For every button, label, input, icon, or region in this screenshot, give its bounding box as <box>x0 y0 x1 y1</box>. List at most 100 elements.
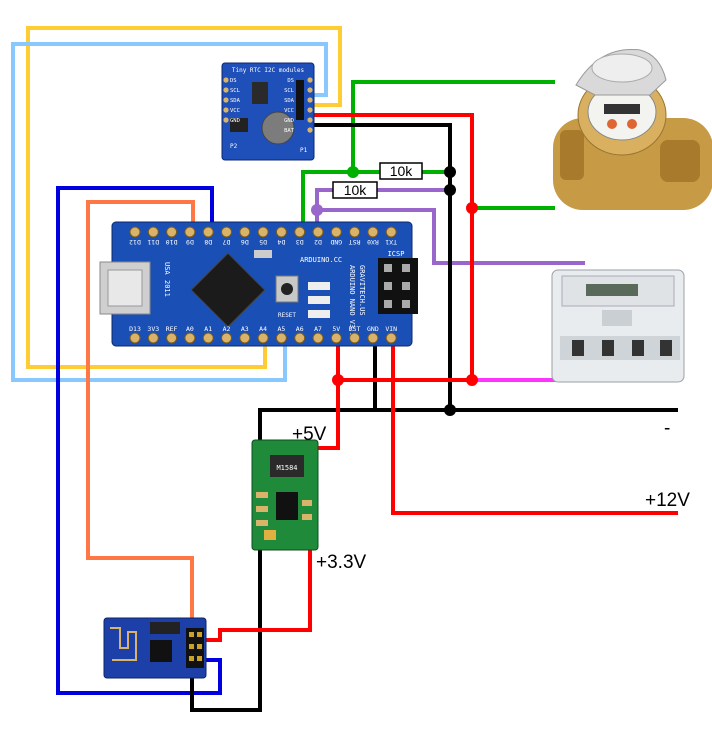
junction-dot-red <box>332 374 344 386</box>
nano-pin <box>166 332 178 344</box>
esp01-wifi-module <box>103 617 207 679</box>
nano-pin <box>385 332 397 344</box>
wire-blue <box>56 186 222 695</box>
crystal <box>254 250 272 258</box>
nano-pin <box>349 332 361 344</box>
rtc-pin <box>307 87 313 93</box>
wire-red-33v <box>205 543 312 642</box>
label-12v: +12V <box>645 490 690 511</box>
junction-dot-black <box>444 166 456 178</box>
nano-pin <box>129 226 141 238</box>
rtc-pin-label: GND <box>230 118 240 124</box>
rtc-pin-label: SCL <box>230 88 241 94</box>
nano-pin <box>202 226 214 238</box>
rtc-pin-label: GND <box>284 118 294 124</box>
rtc-title: Tiny RTC I2C modules <box>232 67 305 74</box>
icsp-label: ICSP <box>388 250 405 258</box>
wire-lightblue-scl <box>11 42 328 382</box>
nano-pin-label: VIN <box>385 325 397 333</box>
nano-pin <box>129 332 141 344</box>
junction-dot-black <box>444 404 456 416</box>
regulator-ic <box>276 492 298 520</box>
rtc-header-right <box>296 80 304 120</box>
rtc-pin-label: VCC <box>284 108 294 114</box>
nano-pin <box>257 332 269 344</box>
rtc-module: Tiny RTC I2C modules P2 P1 DS SCL SDA VCC GN… <box>221 62 315 161</box>
led-rx <box>308 296 330 304</box>
wire-red-12v <box>391 340 678 515</box>
wire-red-reg5v <box>315 380 340 450</box>
nano-pin <box>312 332 324 344</box>
wire-purple-meter <box>317 208 585 265</box>
esp-chip <box>150 640 172 662</box>
nano-pin-label: A0 <box>186 325 194 333</box>
rtc-pin-label: SDA <box>284 98 295 104</box>
rtc-pin <box>307 117 313 123</box>
maker-label: GRAVITECH.US <box>358 265 366 316</box>
junction-dot-red <box>466 374 478 386</box>
nano-pin <box>367 226 379 238</box>
rtc-chip <box>252 82 268 104</box>
nano-pin <box>221 332 232 344</box>
rtc-pin-label: DS <box>230 78 237 84</box>
resistor-label: 10k <box>390 163 414 179</box>
inductor <box>270 455 304 477</box>
nano-pin <box>330 332 342 344</box>
rtc-chip-eeprom <box>230 118 248 132</box>
usa-label: USA <box>163 262 171 275</box>
nano-pin <box>202 332 214 344</box>
resistor-10k-green: 10k <box>379 162 423 180</box>
nano-pin-label: A2 <box>223 325 231 333</box>
nano-pin-label: D13 <box>129 325 141 333</box>
nano-pin-label: 5V <box>332 325 340 333</box>
reset-label: RESET <box>278 312 296 319</box>
year-label: 2011 <box>163 280 171 297</box>
wire-yellow-sda <box>26 26 342 369</box>
brand-label: ARDUINO.CC <box>300 256 342 264</box>
nano-pin-label: D4 <box>277 238 285 246</box>
model-label: ARDUINO NANO V3.1 <box>348 265 356 337</box>
nano-pin <box>257 226 269 238</box>
wire-black-gnd <box>310 123 678 412</box>
rtc-p1: P1 <box>300 147 308 154</box>
rtc-pin <box>223 77 229 83</box>
rtc-pin-label: SCL <box>284 88 295 94</box>
nano-pin-label: D3 <box>296 238 304 246</box>
nano-pin <box>184 226 196 238</box>
regulator-chip-label: M1584 <box>276 464 297 472</box>
nano-pin-label: A3 <box>241 325 249 333</box>
nano-pin-label: 3V3 <box>147 325 159 333</box>
wire-black-reg <box>190 408 450 712</box>
nano-pin-label: D9 <box>186 238 194 246</box>
nano-pin-label: D12 <box>129 238 141 246</box>
rtc-p2: P2 <box>230 143 238 150</box>
nano-pin <box>166 226 178 238</box>
junction-dot-purple <box>311 204 323 216</box>
rtc-pin-label: DS <box>287 78 294 84</box>
nano-pin <box>294 332 306 344</box>
nano-pin <box>221 226 232 238</box>
led-tx <box>308 282 330 290</box>
meter-lcd <box>586 284 638 296</box>
junction-dot-green <box>347 166 359 178</box>
led-pwr <box>308 310 330 318</box>
wire-purple <box>315 188 450 232</box>
rtc-pin <box>223 117 229 123</box>
antenna-trace <box>110 627 137 661</box>
nano-pin <box>275 332 287 344</box>
nano-pin-label: A5 <box>277 325 285 333</box>
rtc-pin <box>223 107 229 113</box>
nano-pin-label: TX1 <box>385 238 397 246</box>
nano-pin-label: A7 <box>314 325 322 333</box>
rtc-battery <box>261 111 295 145</box>
nano-pin <box>367 332 379 344</box>
nano-pin <box>275 226 287 238</box>
rtc-pin-label: VCC <box>230 108 240 114</box>
nano-pin-label: D6 <box>241 238 249 246</box>
resistor-label: 10k <box>344 182 368 198</box>
nano-pin-label: A1 <box>204 325 212 333</box>
junction-dot-black <box>444 184 456 196</box>
label-5v: +5V <box>292 424 327 445</box>
nano-pin-label: D8 <box>204 238 212 246</box>
